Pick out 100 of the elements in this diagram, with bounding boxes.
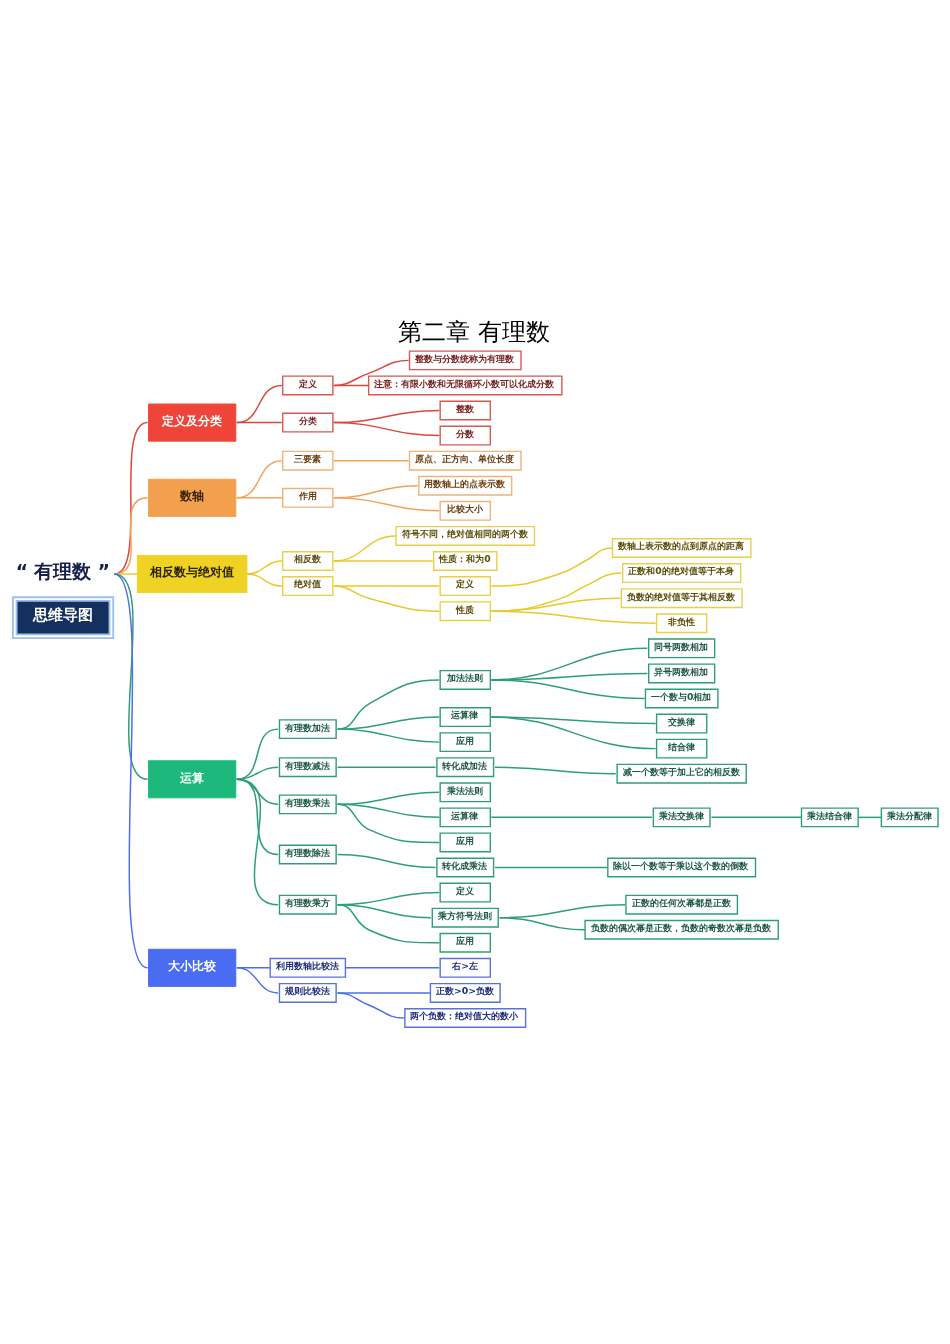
node-box: 乘法分配律 — [880, 807, 939, 828]
node-box: 符号不同，绝对值相同的两个数 — [395, 525, 536, 546]
node-box: 运算 — [148, 760, 237, 799]
node-box: 定义 — [439, 576, 492, 597]
node-box: 负数的偶次幂是正数，负数的奇数次幂是负数 — [584, 919, 779, 940]
connector — [498, 916, 586, 931]
node-box: 乘方符号法则 — [431, 907, 499, 928]
node-box: 作用 — [282, 487, 334, 508]
node-box: 规则比较法 — [278, 982, 337, 1003]
node-box: 大小比较 — [148, 948, 237, 987]
node-box: 乘法交换律 — [652, 807, 711, 828]
node-box: 结合律 — [655, 738, 708, 759]
connector — [333, 585, 440, 612]
connector — [113, 573, 149, 969]
node-box: 正数>0>负数 — [429, 982, 501, 1003]
node-box: 三要素 — [282, 450, 334, 471]
connector — [336, 903, 440, 944]
node-box: 数轴上表示数的点到原点的距离 — [611, 538, 752, 558]
connector — [333, 459, 410, 462]
connector — [336, 728, 440, 743]
node-box: 原点、正方向、单位长度 — [408, 450, 522, 471]
node-box: 性质：和为0 — [432, 551, 498, 571]
node-box: 一个数与0相加 — [644, 688, 719, 709]
node-box: 用数轴上的点表示数 — [418, 475, 513, 496]
connector — [236, 421, 283, 424]
node-text: “ 有理数 ” — [15, 560, 111, 582]
node-box: 分类 — [282, 412, 334, 433]
node-box: 乘法法则 — [439, 782, 492, 803]
node-box: 运算律 — [439, 707, 492, 728]
node-box: 思维导图 — [11, 596, 115, 640]
connector — [490, 716, 657, 750]
node-box: 有理数除法 — [278, 844, 337, 865]
connector — [236, 459, 283, 499]
connector — [113, 573, 149, 781]
connector — [490, 610, 657, 624]
connector — [336, 853, 437, 869]
node-box: 利用数轴比较法 — [269, 957, 347, 978]
connector — [236, 384, 283, 424]
node-box: 乘法结合律 — [800, 807, 859, 828]
node-box: 减一个数等于加上它的相反数 — [616, 763, 747, 784]
node-box: 数轴 — [148, 478, 237, 517]
connector — [236, 778, 279, 906]
connector — [490, 816, 653, 819]
connector — [333, 560, 434, 562]
node-box: 应用 — [439, 932, 492, 953]
node-box: 相反数 — [282, 551, 334, 571]
connector — [490, 679, 646, 700]
node-box: 注意：有限小数和无限循环小数可以化成分数 — [367, 375, 563, 396]
diagram-title: 第二章 有理数 — [397, 317, 550, 346]
connector — [710, 816, 803, 819]
node-box: 除以一个数等于乘以这个数的倒数 — [607, 857, 757, 878]
connector — [236, 766, 279, 781]
connector — [857, 816, 883, 819]
node-box: 转化成加法 — [436, 757, 495, 778]
connector — [333, 585, 440, 587]
connector — [246, 573, 283, 587]
node-box: 正数的任何次幂都是正数 — [625, 894, 739, 915]
node-box: 应用 — [439, 732, 492, 753]
node-box: 同号两数相加 — [648, 638, 716, 659]
connector — [494, 866, 609, 869]
connector — [236, 497, 283, 499]
connector — [336, 766, 437, 768]
node-box: 定义 — [282, 375, 334, 396]
node-box: 正数和0的绝对值等于本身 — [622, 563, 742, 584]
connector — [333, 384, 370, 387]
node-box: 异号两数相加 — [648, 663, 716, 684]
node-box: 绝对值 — [282, 576, 334, 597]
node-box: 相反数与绝对值 — [136, 554, 248, 594]
node-box: 分数 — [439, 425, 492, 446]
node-box: 负数的绝对值等于其相反数 — [620, 588, 743, 609]
connector — [113, 573, 139, 575]
node-box: 整数 — [439, 400, 492, 421]
connector — [494, 766, 617, 775]
node-box: 运算律 — [439, 807, 492, 828]
node-box: 性质 — [439, 601, 492, 622]
connector — [333, 359, 410, 387]
connector — [490, 547, 613, 587]
node-box: 非负性 — [655, 613, 708, 634]
connector — [236, 728, 279, 781]
node-box: 加法法则 — [439, 669, 492, 690]
connector — [336, 992, 405, 1019]
node-box: 有理数减法 — [278, 757, 337, 778]
node-box: 定义及分类 — [148, 403, 237, 442]
node-box: 右>左 — [439, 957, 492, 978]
node-box: 整数与分数统称为有理数 — [408, 350, 522, 371]
node-box: 有理数乘法 — [278, 794, 337, 815]
node-box: 有理数乘方 — [278, 894, 337, 915]
connector — [236, 967, 279, 994]
connector — [336, 803, 440, 844]
node-box: 应用 — [439, 832, 492, 853]
node-box: 比较大小 — [439, 500, 492, 521]
connector — [344, 967, 440, 969]
node-box: 转化成乘法 — [436, 857, 495, 878]
connector — [333, 421, 440, 437]
node-box: 定义 — [439, 882, 492, 903]
connector — [333, 497, 440, 512]
node-box: 两个负数：绝对值大的数小 — [404, 1008, 527, 1028]
connector — [113, 497, 149, 575]
connector — [113, 421, 149, 575]
node-box: 有理数加法 — [278, 719, 337, 740]
